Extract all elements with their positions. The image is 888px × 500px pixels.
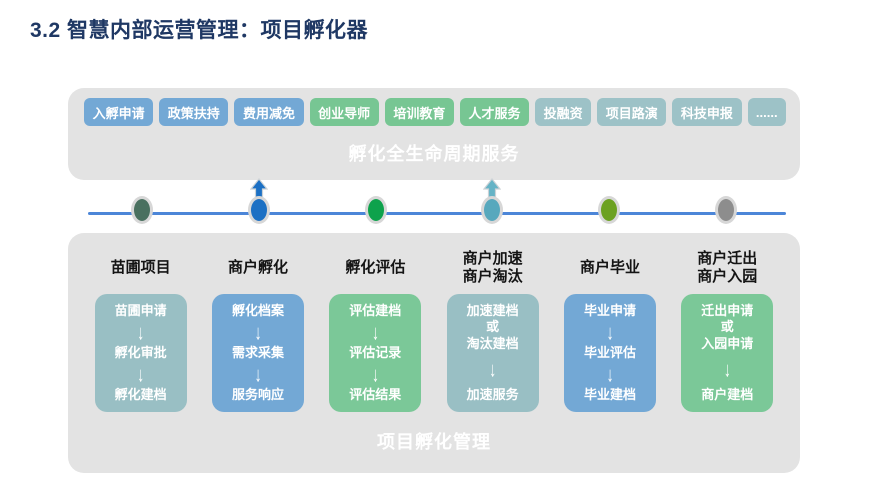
step-label: 孵化建档: [114, 386, 167, 402]
timeline-dot: [364, 196, 387, 224]
arrow-down-icon: ↓: [137, 361, 145, 386]
stage-steps-box: 迁出申请或入园申请 ↓ 商户建档: [681, 294, 774, 412]
step-group: 加速建档或淘汰建档: [467, 303, 519, 352]
service-panel: 入孵申请政策扶持费用减免创业导师培训教育人才服务投融资项目路演科技申报.....…: [68, 88, 800, 180]
stage-column: 商户迁出商户入园迁出申请或入园申请 ↓ 商户建档: [669, 245, 786, 412]
timeline-dot: [248, 196, 270, 224]
stage-steps-box: 毕业申请↓毕业评估↓毕业建档: [563, 294, 656, 412]
stage-column-header: 孵化评估: [345, 258, 406, 276]
service-button: 费用减免: [234, 98, 304, 126]
step-label: 入园申请: [701, 335, 754, 351]
step-label: 或: [486, 319, 500, 335]
arrow-down-icon: ↓: [606, 320, 614, 345]
arrow-down-icon: ↓: [137, 320, 145, 345]
arrow-down-icon: ↓: [254, 361, 262, 386]
step-label: 加速建档: [466, 303, 519, 318]
service-lifecycle-bar: 孵化全生命周期服务: [348, 143, 520, 164]
step-group: 评估结果: [349, 387, 401, 403]
step-group: 评估建档: [349, 303, 401, 319]
arrow-down-icon: ↓: [489, 357, 497, 382]
stage-columns: 苗圃项目苗圃申请↓孵化审批↓孵化建档商户孵化孵化档案↓需求采集↓服务响应孵化评估…: [82, 245, 786, 412]
service-button: 入孵申请: [84, 98, 154, 126]
arrow-down-icon: ↓: [254, 320, 262, 345]
step-group: 孵化建档: [115, 387, 167, 403]
stage-column: 孵化评估评估建档↓评估记录↓评估结果: [317, 245, 434, 412]
step-label: 苗圃申请: [114, 303, 167, 318]
stage-steps-box: 评估建档↓评估记录↓评估结果: [329, 294, 422, 412]
step-group: 服务响应: [232, 387, 284, 403]
step-label: 迁出申请: [701, 303, 754, 318]
service-button: 科技申报: [672, 98, 742, 126]
step-group: 评估记录: [349, 345, 401, 361]
step-label: 商户建档: [701, 386, 754, 402]
stage-column-header: 商户毕业: [579, 258, 640, 276]
management-panel: 苗圃项目苗圃申请↓孵化审批↓孵化建档商户孵化孵化档案↓需求采集↓服务响应孵化评估…: [68, 233, 800, 473]
step-label: 需求采集: [231, 344, 284, 360]
service-button: 投融资: [535, 98, 592, 126]
timeline-dot-wrap: [667, 181, 784, 233]
step-label: 淘汰建档: [466, 335, 519, 351]
step-label: 孵化档案: [231, 303, 284, 318]
step-group: 孵化审批: [115, 345, 167, 361]
step-group: 需求采集: [232, 345, 284, 361]
step-group: 加速服务: [467, 387, 519, 403]
stage-steps-box: 孵化档案↓需求采集↓服务响应: [211, 294, 304, 412]
stage-steps-box: 苗圃申请↓孵化审批↓孵化建档: [94, 294, 187, 412]
step-label: 评估记录: [349, 344, 402, 360]
service-button: ......: [747, 98, 786, 126]
service-button: 培训教育: [384, 98, 454, 126]
step-group: 迁出申请或入园申请: [701, 303, 753, 352]
service-button: 项目路演: [597, 98, 667, 126]
step-group: 苗圃申请: [115, 303, 167, 319]
step-label: 毕业评估: [583, 344, 636, 360]
timeline-dot-wrap: [201, 178, 318, 233]
step-label: 毕业建档: [583, 386, 636, 402]
service-button: 政策扶持: [159, 98, 229, 126]
stage-column: 商户孵化孵化档案↓需求采集↓服务响应: [199, 245, 316, 412]
timeline-dot-wrap: [551, 181, 668, 233]
stage-column-header: 商户孵化: [227, 258, 288, 276]
arrow-down-icon: ↓: [606, 361, 614, 386]
service-button: 创业导师: [309, 98, 379, 126]
timeline-dot: [481, 196, 504, 224]
timeline-dot-wrap: [434, 178, 551, 233]
stage-column: 苗圃项目苗圃申请↓孵化审批↓孵化建档: [82, 245, 199, 412]
stage-column: 商户毕业毕业申请↓毕业评估↓毕业建档: [551, 245, 668, 412]
arrow-down-icon: ↓: [371, 320, 379, 345]
step-label: 加速服务: [466, 386, 519, 402]
stage-column-header: 苗圃项目: [110, 258, 171, 276]
timeline-dot-wrap: [317, 181, 434, 233]
stage-column-header: 商户加速商户淘汰: [462, 249, 523, 285]
step-group: 毕业申请: [584, 303, 636, 319]
step-label: 毕业申请: [583, 303, 636, 318]
step-group: 毕业建档: [584, 387, 636, 403]
step-group: 商户建档: [701, 387, 753, 403]
timeline-dot: [598, 196, 621, 224]
timeline-line: [88, 212, 786, 215]
timeline-dot: [714, 196, 737, 224]
timeline-dot-wrap: [84, 181, 201, 233]
timeline-dot: [131, 196, 154, 224]
service-buttons-row: 入孵申请政策扶持费用减免创业导师培训教育人才服务投融资项目路演科技申报.....…: [84, 98, 786, 126]
timeline-dots-row: [84, 178, 784, 233]
step-group: 毕业评估: [584, 345, 636, 361]
arrow-down-icon: ↓: [723, 357, 731, 382]
step-label: 评估建档: [349, 303, 402, 318]
step-label: 孵化审批: [114, 344, 167, 360]
step-group: 孵化档案: [232, 303, 284, 319]
stage-steps-box: 加速建档或淘汰建档 ↓ 加速服务: [446, 294, 539, 412]
step-label: 评估结果: [349, 386, 402, 402]
step-label: 服务响应: [231, 386, 284, 402]
stage-column-header: 商户迁出商户入园: [697, 249, 758, 285]
page-title: 3.2 智慧内部运营管理：项目孵化器: [30, 19, 369, 42]
stage-column: 商户加速商户淘汰加速建档或淘汰建档 ↓ 加速服务: [434, 245, 551, 412]
service-button: 人才服务: [459, 98, 530, 126]
arrow-down-icon: ↓: [371, 361, 379, 386]
management-bar: 项目孵化管理: [377, 431, 491, 452]
step-label: 或: [720, 319, 734, 335]
timeline: [68, 178, 800, 233]
